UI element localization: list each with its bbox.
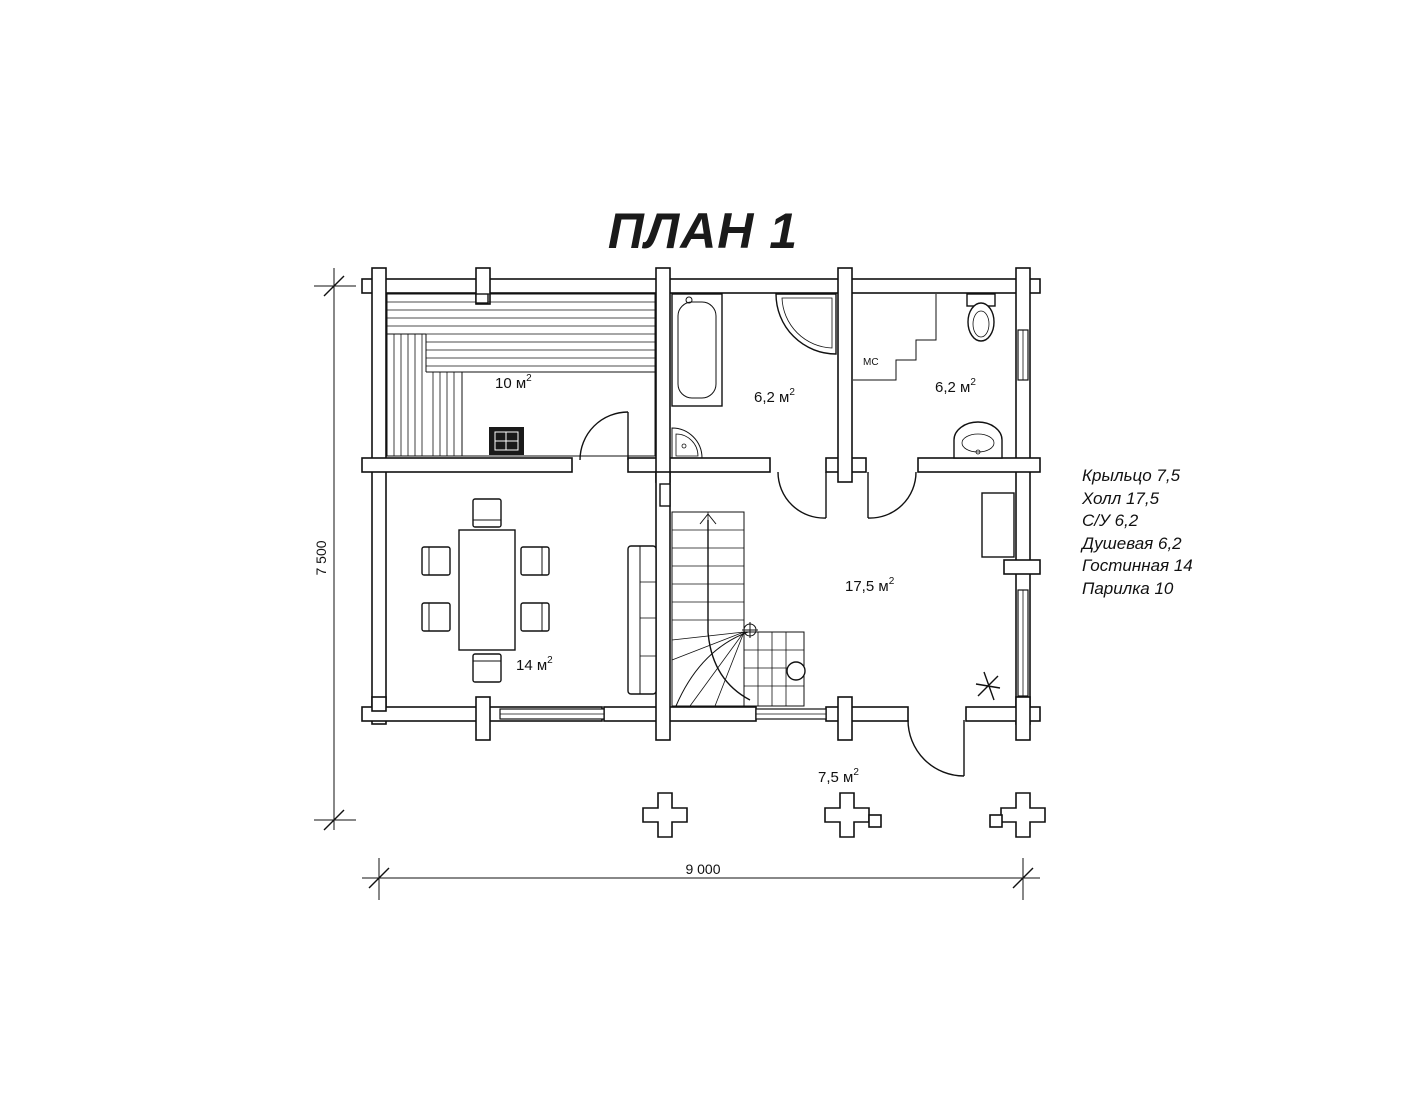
legend-item-living: Гостинная 14 — [1082, 556, 1193, 575]
dining-set — [421, 483, 671, 695]
room-labels: 10 м2 6,2 м2 6,2 м2 14 м2 17,5 м2 7,5 м2 — [495, 373, 976, 786]
plan-title: ПЛАН 1 — [608, 203, 798, 259]
legend-item-porch: Крыльцо 7,5 — [1082, 466, 1181, 485]
width-dimension-label: 9 000 — [685, 861, 720, 877]
windows — [499, 329, 1029, 720]
legend-item-bathroom: С/У 6,2 — [1082, 511, 1139, 530]
hall-furniture — [975, 492, 1015, 701]
room-area-porch: 7,5 м2 — [818, 767, 859, 786]
staircase — [671, 511, 806, 707]
sauna-benches — [386, 293, 656, 457]
room-area-bathroom: 6,2 м2 — [935, 377, 976, 396]
mc-label: МС — [863, 357, 879, 368]
legend-item-sauna: Парилка 10 — [1082, 578, 1174, 598]
dimension-height: 7 500 — [313, 268, 356, 831]
dimension-width: 9 000 — [362, 858, 1040, 900]
area-legend: Крыльцо 7,5 Холл 17,5 С/У 6,2 Душевая 6,… — [1082, 465, 1193, 600]
height-dimension-label: 7 500 — [313, 540, 329, 575]
legend-item-shower: Душевая 6,2 — [1082, 533, 1182, 553]
room-area-hall: 17,5 м2 — [845, 576, 895, 595]
room-area-shower: 6,2 м2 — [754, 387, 795, 406]
porch-columns — [642, 792, 1046, 838]
doors — [579, 411, 965, 777]
room-area-sauna: 10 м2 — [495, 373, 532, 392]
legend-item-hall: Холл 17,5 — [1082, 488, 1160, 508]
fixtures: МС — [671, 293, 1003, 459]
room-area-living: 14 м2 — [516, 655, 553, 674]
walls — [361, 267, 1041, 741]
